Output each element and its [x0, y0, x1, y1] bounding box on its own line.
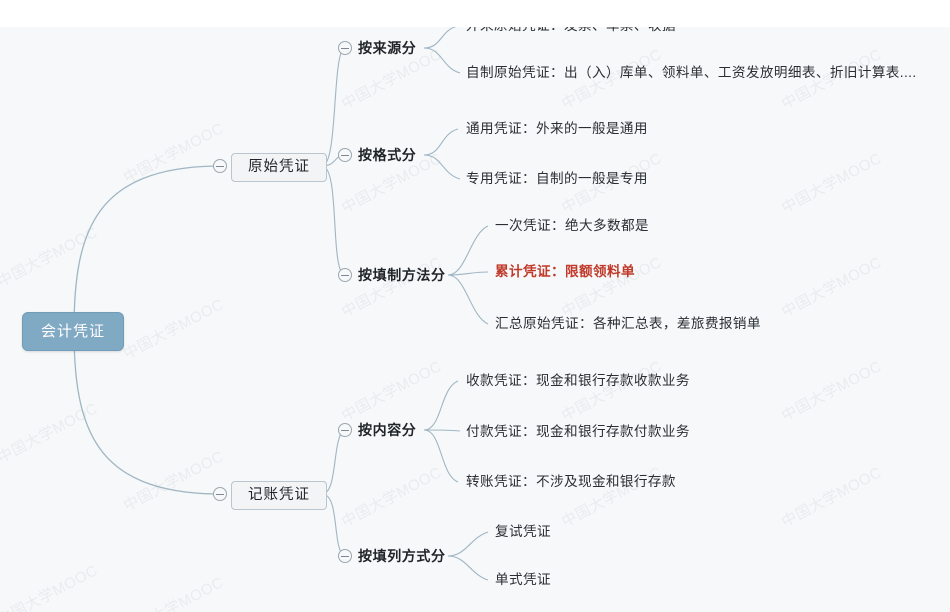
watermark-text: 中国大学MOOC — [0, 561, 101, 612]
watermark-text: 中国大学MOOC — [338, 463, 445, 531]
collapse-toggle-yuanshipingzheng[interactable] — [213, 159, 227, 173]
subtopic-node-angeshifen[interactable]: 按格式分 — [358, 147, 417, 163]
collapse-toggle-anneirongfen[interactable] — [338, 423, 352, 437]
collapse-toggle-antianzhifangfafen[interactable] — [338, 268, 352, 282]
branch-node-jizhangpingzheng[interactable]: 记账凭证 — [231, 481, 327, 510]
leaf-node-yicipingzheng[interactable]: 一次凭证：绝大多数都是 — [495, 218, 649, 233]
collapse-toggle-anlaiyuanfen[interactable] — [338, 41, 352, 55]
leaf-node-shoukuanpingzheng[interactable]: 收款凭证：现金和银行存款收款业务 — [466, 373, 690, 388]
subtopic-node-antianliefangshifen[interactable]: 按填列方式分 — [358, 548, 446, 564]
watermark-text: 中国大学MOOC — [778, 149, 885, 217]
leaf-node-zhuanzhangpingzheng[interactable]: 转账凭证：不涉及现金和银行存款 — [466, 474, 676, 489]
watermark-text: 中国大学MOOC — [120, 119, 227, 187]
leaf-node-fushipingzheng[interactable]: 复试凭证 — [495, 524, 551, 539]
watermark-text: 中国大学MOOC — [120, 447, 227, 515]
collapse-toggle-antianliefangshifen[interactable] — [338, 549, 352, 563]
watermark-text: 中国大学MOOC — [120, 573, 227, 612]
leaf-node-leijipingzheng[interactable]: 累计凭证：限额领料单 — [495, 264, 635, 279]
leaf-node-danshipingzheng[interactable]: 单式凭证 — [495, 572, 551, 587]
watermark-text: 中国大学MOOC — [778, 253, 885, 321]
watermark-text: 中国大学MOOC — [0, 223, 101, 291]
watermark-text: 中国大学MOOC — [558, 357, 665, 425]
root-node[interactable]: 会计凭证 — [22, 312, 125, 351]
leaf-node-tongyongpingzheng[interactable]: 通用凭证：外来的一般是通用 — [466, 121, 648, 136]
watermark-text: 中国大学MOOC — [778, 357, 885, 425]
watermark-text: 中国大学MOOC — [0, 399, 101, 467]
leaf-node-zhuanyongpingzheng[interactable]: 专用凭证：自制的一般是专用 — [466, 171, 648, 186]
collapse-toggle-jizhangpingzheng[interactable] — [213, 487, 227, 501]
leaf-node-fukuanpingzheng[interactable]: 付款凭证：现金和银行存款付款业务 — [466, 424, 690, 439]
top-white-strip — [0, 0, 950, 27]
subtopic-node-anneirongfen[interactable]: 按内容分 — [358, 422, 417, 438]
watermark-text: 中国大学MOOC — [120, 295, 227, 363]
watermark-text: 中国大学MOOC — [338, 357, 445, 425]
watermark-text: 中国大学MOOC — [338, 253, 445, 321]
branch-node-yuanshipingzheng[interactable]: 原始凭证 — [231, 153, 327, 182]
leaf-node-huizongyuanshipingzheng[interactable]: 汇总原始凭证：各种汇总表，差旅费报销单 — [495, 316, 761, 331]
leaf-node-zizhiyuanshipingzheng[interactable]: 自制原始凭证：出（入）库单、领料单、工资发放明细表、折旧计算表.... — [466, 65, 917, 80]
subtopic-node-anlaiyuanfen[interactable]: 按来源分 — [358, 40, 417, 56]
watermark-text: 中国大学MOOC — [558, 253, 665, 321]
collapse-toggle-angeshifen[interactable] — [338, 148, 352, 162]
subtopic-node-antianzhifangfafen[interactable]: 按填制方法分 — [358, 267, 446, 283]
watermark-text: 中国大学MOOC — [558, 463, 665, 531]
watermark-text: 中国大学MOOC — [778, 463, 885, 531]
